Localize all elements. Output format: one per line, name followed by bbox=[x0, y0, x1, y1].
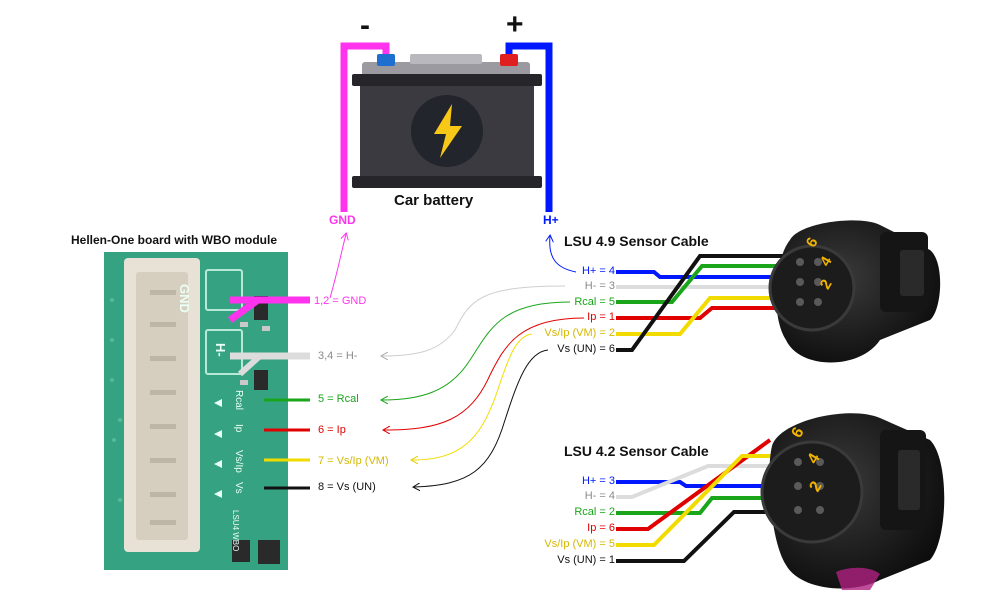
lsu42-pin-hminus: H- = 4 bbox=[584, 490, 615, 502]
lsu42-pin-vsip: Vs/Ip (VM) = 5 bbox=[544, 538, 615, 550]
lsu42-pin-hplus: H+ = 3 bbox=[581, 475, 615, 487]
lsu49-connector bbox=[768, 220, 941, 363]
silk-rcal: Rcal bbox=[233, 390, 244, 411]
battery-label: Car battery bbox=[394, 192, 474, 209]
lsu49-pin-hplus: H+ = 4 bbox=[581, 265, 615, 277]
lsu42-wires bbox=[616, 438, 800, 563]
lsu49-title: LSU 4.9 Sensor Cable bbox=[564, 233, 709, 249]
board-pin-rcal: 5 = Rcal bbox=[318, 393, 359, 405]
car-battery bbox=[340, 42, 553, 212]
hellen-one-board bbox=[104, 252, 288, 570]
silk-vs: Vs bbox=[233, 482, 244, 494]
silk-module: LSU4 WBO bbox=[231, 510, 240, 552]
gnd-label: GND bbox=[329, 213, 356, 227]
ip-link bbox=[384, 317, 585, 430]
lsu49-pin-ip: Ip = 1 bbox=[587, 311, 615, 323]
gnd-battery-wire bbox=[340, 42, 390, 212]
connection-curves bbox=[329, 234, 585, 487]
gnd-link bbox=[329, 234, 346, 299]
board-pin-vsip: 7 = Vs/Ip (VM) bbox=[318, 455, 389, 467]
lightning-bolt-icon bbox=[434, 104, 462, 158]
silk-hminus: H- bbox=[213, 343, 228, 357]
silk-ip: Ip bbox=[233, 424, 244, 433]
board-pin-vs: 8 = Vs (UN) bbox=[318, 481, 376, 493]
lsu42-pin-ip: Ip = 6 bbox=[587, 522, 615, 534]
hplus-label: H+ bbox=[543, 213, 559, 227]
board-pin-ip: 6 = Ip bbox=[318, 424, 346, 436]
lsu42-title: LSU 4.2 Sensor Cable bbox=[564, 443, 709, 459]
silk-gnd: GND bbox=[177, 284, 192, 313]
minus-sign: - bbox=[360, 9, 370, 42]
negative-terminal bbox=[377, 54, 395, 66]
lsu49-pin-hminus: H- = 3 bbox=[584, 280, 615, 292]
hplus-battery-wire bbox=[505, 42, 553, 212]
positive-terminal bbox=[500, 54, 518, 66]
lsu49-pin-rcal: Rcal = 5 bbox=[574, 296, 615, 308]
lsu49-wires bbox=[616, 254, 802, 352]
plus-sign: + bbox=[506, 8, 524, 41]
lsu49-pin-vsip: Vs/Ip (VM) = 2 bbox=[544, 327, 615, 339]
vs-link bbox=[414, 349, 549, 487]
hplus-link bbox=[550, 236, 577, 273]
board-pin-gnd: 1,2 = GND bbox=[314, 295, 367, 307]
rcal-link bbox=[382, 301, 571, 400]
hminus-link bbox=[382, 285, 566, 356]
lsu42-pin-vs: Vs (UN) = 1 bbox=[557, 554, 615, 566]
board-pin-hminus: 3,4 = H- bbox=[318, 350, 358, 362]
lsu42-connector bbox=[760, 413, 945, 590]
vsip-link bbox=[412, 333, 533, 460]
board-wire-stubs bbox=[227, 296, 310, 490]
lsu49-pin-vs: Vs (UN) = 6 bbox=[557, 343, 615, 355]
lsu42-pin-rcal: Rcal = 2 bbox=[574, 506, 615, 518]
silk-vsip: Vs/Ip bbox=[233, 450, 244, 473]
board-title: Hellen-One board with WBO module bbox=[71, 233, 278, 247]
